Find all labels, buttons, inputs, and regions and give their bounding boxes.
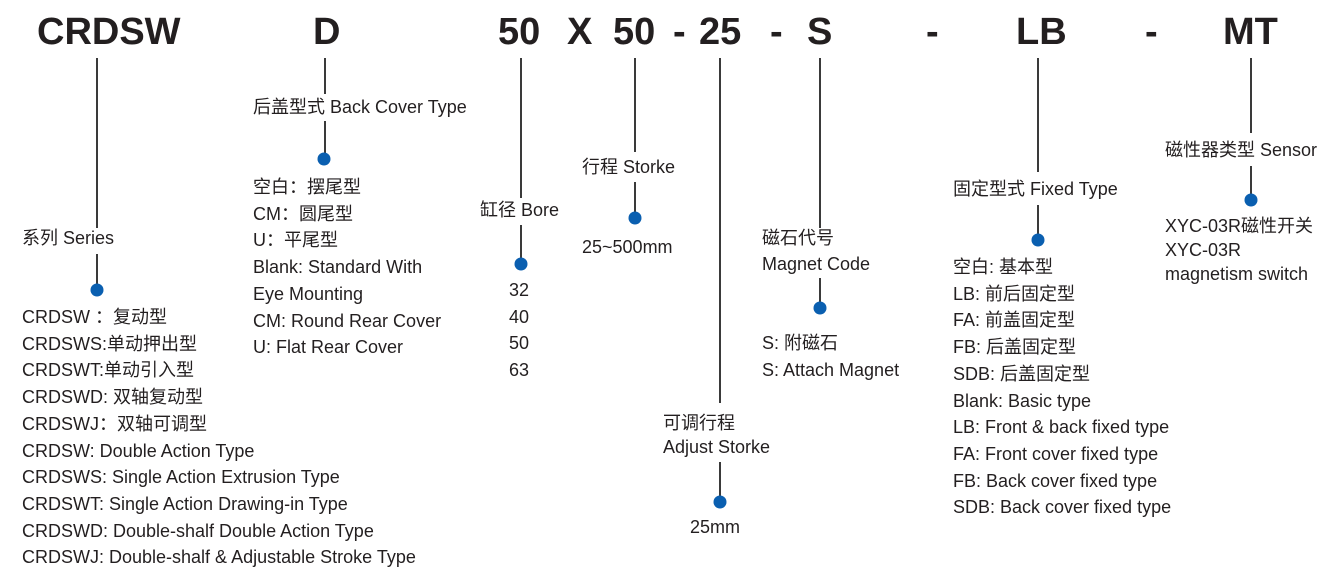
code-fixed: LB bbox=[1016, 11, 1067, 53]
series-option-list: CRDSW ：复动型 CRDSWS:单动押出型 CRDSWT:单动引入型 CRD… bbox=[22, 304, 416, 571]
back-cover-bullet-dot bbox=[317, 152, 331, 166]
adjust-title-cn: 可调行程 bbox=[663, 413, 735, 433]
series-option: CRDSWD: 双轴复动型 bbox=[22, 387, 203, 408]
code-magnet: S bbox=[807, 11, 833, 53]
series-option: CRDSW ：复动型 bbox=[22, 307, 167, 327]
back-cover-option: Eye Mounting bbox=[253, 283, 364, 304]
adjust-title-en: Adjust Storke bbox=[663, 437, 771, 457]
magnet-bullet-dot bbox=[813, 301, 827, 315]
fixed-option: FA: 前盖固定型 bbox=[953, 310, 1076, 331]
fixed-option: LB: 前后固定型 bbox=[953, 283, 1076, 304]
code-dash-1: - bbox=[673, 11, 686, 53]
series-option: CRDSW: Double Action Type bbox=[22, 440, 255, 461]
code-back-cover: D bbox=[313, 11, 341, 53]
stroke-option: 25~500mm bbox=[582, 237, 673, 257]
back-cover-option: CM: Round Rear Cover bbox=[253, 310, 442, 331]
code-bore: 50 bbox=[498, 11, 541, 53]
stroke-leader-line bbox=[634, 58, 636, 152]
fixed-title: 固定型式 Fixed Type bbox=[953, 179, 1118, 199]
series-leader-line bbox=[96, 58, 98, 228]
sensor-title: 磁性器类型 Sensor bbox=[1165, 140, 1318, 160]
bore-title: 缸径 Bore bbox=[480, 200, 560, 220]
back-cover-option: 空白：摆尾型 bbox=[253, 177, 361, 197]
fixed-option-list: 空白: 基本型 LB: 前后固定型 FA: 前盖固定型 FB: 后盖固定型 SD… bbox=[953, 254, 1171, 521]
fixed-option: Blank: Basic type bbox=[953, 390, 1092, 411]
sensor-option: magnetism switch bbox=[1165, 264, 1309, 284]
sensor-option: XYC-03R磁性开关 bbox=[1165, 216, 1314, 236]
fixed-leader-line-lower bbox=[1037, 205, 1039, 235]
bore-option: 32 bbox=[509, 280, 530, 300]
bore-option: 63 bbox=[509, 360, 530, 381]
fixed-leader-line bbox=[1037, 58, 1039, 172]
fixed-option: SDB: Back cover fixed type bbox=[953, 497, 1172, 518]
code-x: X bbox=[567, 11, 593, 53]
code-sensor: MT bbox=[1223, 11, 1278, 53]
fixed-bullet-dot bbox=[1031, 233, 1045, 247]
bore-leader-line bbox=[520, 58, 522, 198]
stroke-leader-line-lower bbox=[634, 182, 636, 214]
series-leader-line-lower bbox=[96, 254, 98, 286]
magnet-title-cn: 磁石代号 bbox=[762, 228, 834, 248]
fixed-option: LB: Front & back fixed type bbox=[953, 417, 1170, 438]
sensor-option: XYC-03R bbox=[1165, 240, 1242, 260]
sensor-option-list: XYC-03R磁性开关 XYC-03R magnetism switch bbox=[1165, 214, 1313, 286]
magnet-leader-line-lower bbox=[819, 278, 821, 302]
bore-bullet-dot bbox=[514, 257, 528, 271]
fixed-option: SDB: 后盖固定型 bbox=[953, 363, 1091, 384]
back-cover-option: U：平尾型 bbox=[253, 230, 338, 251]
back-cover-option-list: 空白：摆尾型 CM：圆尾型 U：平尾型 Blank: Standard With… bbox=[253, 174, 441, 361]
adjust-leader-line bbox=[719, 58, 721, 403]
stroke-option-list: 25~500mm bbox=[582, 234, 673, 261]
series-bullet-dot bbox=[90, 283, 104, 297]
bore-option: 50 bbox=[509, 333, 530, 354]
back-cover-option: Blank: Standard With bbox=[253, 257, 423, 278]
code-series: CRDSW bbox=[37, 11, 181, 53]
stroke-bullet-dot bbox=[628, 211, 642, 225]
adjust-option-list: 25mm bbox=[690, 514, 740, 541]
bore-leader-line-lower bbox=[520, 225, 522, 261]
magnet-option: S: 附磁石 bbox=[762, 333, 839, 353]
code-dash-3: - bbox=[926, 11, 939, 53]
series-option: CRDSWJ: Double-shalf & Adjustable Stroke… bbox=[22, 547, 416, 568]
stroke-title: 行程 Storke bbox=[582, 157, 676, 177]
series-option: CRDSWD: Double-shalf Double Action Type bbox=[22, 520, 374, 541]
sensor-leader-line-lower bbox=[1250, 166, 1252, 196]
fixed-option: FA: Front cover fixed type bbox=[953, 443, 1159, 464]
magnet-title-en: Magnet Code bbox=[762, 254, 871, 274]
magnet-option-list: S: 附磁石 S: Attach Magnet bbox=[762, 330, 899, 383]
series-title: 系列 Series bbox=[22, 228, 115, 248]
series-option: CRDSWT:单动引入型 bbox=[22, 360, 194, 381]
adjust-option: 25mm bbox=[690, 517, 741, 537]
sensor-bullet-dot bbox=[1244, 193, 1258, 207]
back-cover-option: CM：圆尾型 bbox=[253, 203, 353, 224]
adjust-leader-line-lower bbox=[719, 462, 721, 498]
code-stroke: 50 bbox=[613, 11, 656, 53]
series-option: CRDSWT: Single Action Drawing-in Type bbox=[22, 493, 348, 514]
magnet-leader-line bbox=[819, 58, 821, 228]
bore-option: 40 bbox=[509, 306, 530, 327]
back-cover-leader-line bbox=[324, 58, 326, 94]
back-cover-title: 后盖型式 Back Cover Type bbox=[253, 97, 467, 117]
fixed-option: FB: Back cover fixed type bbox=[953, 470, 1158, 491]
magnet-option: S: Attach Magnet bbox=[762, 359, 900, 380]
code-dash-4: - bbox=[1145, 11, 1158, 53]
back-cover-leader-line-lower bbox=[324, 121, 326, 155]
series-option: CRDSWJ：双轴可调型 bbox=[22, 413, 207, 434]
back-cover-option: U: Flat Rear Cover bbox=[253, 337, 404, 358]
adjust-bullet-dot bbox=[713, 495, 727, 509]
sensor-leader-line bbox=[1250, 58, 1252, 133]
series-option: CRDSWS: Single Action Extrusion Type bbox=[22, 467, 340, 488]
series-option: CRDSWS:单动押出型 bbox=[22, 333, 197, 354]
code-adjust: 25 bbox=[699, 11, 742, 53]
fixed-option: 空白: 基本型 bbox=[953, 257, 1054, 277]
fixed-option: FB: 后盖固定型 bbox=[953, 337, 1077, 358]
code-dash-2: - bbox=[770, 11, 783, 53]
bore-option-list: 32 40 50 63 bbox=[509, 277, 529, 384]
